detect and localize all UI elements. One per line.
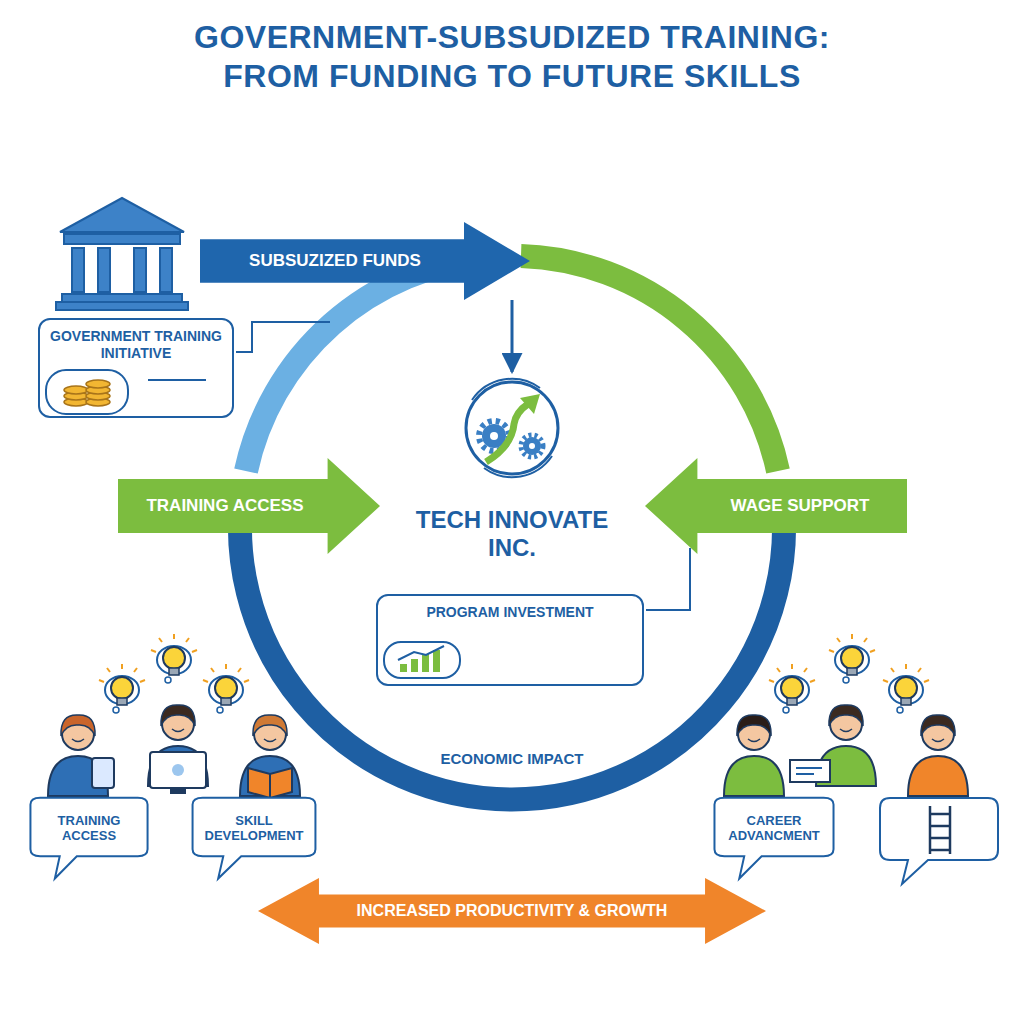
ladder-bubble	[930, 825, 950, 828]
node-text: TECH INNOVATE INC.	[396, 506, 628, 563]
leader-line	[236, 322, 690, 610]
trainee-group	[92, 758, 114, 788]
growth-arrow-outline	[258, 878, 766, 944]
node-text: TRAINING ACCESS	[130, 496, 320, 516]
wage-arrow-outline	[645, 458, 907, 554]
innovation-icon	[486, 404, 528, 462]
coin-icon	[64, 380, 110, 406]
growth-chart-icon	[433, 650, 440, 672]
connector-arrow	[511, 300, 514, 372]
government-building	[60, 198, 184, 232]
career-group	[790, 760, 830, 782]
innovation-icon	[466, 379, 558, 477]
speech-bubble-outline	[714, 798, 833, 879]
growth-chart-icon	[384, 642, 460, 678]
trainee-group	[150, 752, 206, 788]
coin-icon	[46, 370, 128, 414]
speech-bubble-outline	[30, 798, 147, 879]
growth-chart-icon	[398, 646, 444, 660]
government-building	[72, 248, 84, 292]
node-text: CAREER ADVANCMENT	[718, 813, 830, 844]
career-group	[724, 634, 968, 796]
speech-bubble-outline	[193, 798, 316, 879]
growth-chart-icon	[422, 654, 429, 672]
trainee-group	[151, 634, 197, 675]
innovation-icon	[466, 382, 558, 474]
career-group	[769, 664, 815, 705]
ladder-bubble	[930, 837, 950, 840]
growth-chart-icon	[400, 664, 407, 672]
ladder-bubble	[880, 798, 998, 884]
speech-bubble: TRAINING ACCESS	[28, 796, 150, 882]
leader-line	[646, 548, 690, 610]
trainee-group	[269, 774, 271, 798]
government-building	[56, 302, 188, 310]
ladder-bubble	[930, 813, 950, 816]
government-building	[56, 198, 188, 310]
career-group	[883, 664, 929, 705]
initiative-box: GOVERNMENT TRAINING INITIATIVE	[38, 318, 234, 418]
career-group	[796, 767, 822, 769]
trainee-group	[48, 634, 300, 798]
access-arrow: TRAINING ACCESS	[118, 458, 380, 554]
investment-box: PROGRAM INVESTMENT	[376, 594, 644, 686]
trainee-group	[172, 764, 184, 776]
coin-icon	[86, 380, 110, 388]
node-text: PROGRAM INVESTMENT	[388, 604, 632, 621]
speech-bubble: SKILL DEVELOPMENT	[190, 796, 318, 882]
company-node: TECH INNOVATE INC.	[392, 372, 632, 588]
leader-line	[236, 322, 330, 352]
wage-arrow: WAGE SUPPORT	[645, 458, 907, 554]
node-text: SUBSUZIZED FUNDS	[220, 251, 450, 271]
node-text: TRAINING ACCESS	[34, 813, 144, 844]
career-group	[908, 715, 968, 796]
trainee-group	[99, 664, 145, 705]
innovation-icon	[490, 432, 498, 440]
trainee-group	[203, 664, 249, 705]
government-building	[62, 294, 182, 302]
page-title: GOVERNMENT-SUBSUDIZED TRAINING: FROM FUN…	[152, 18, 872, 96]
trainee-group	[248, 768, 292, 798]
ladder-bubble	[930, 806, 950, 854]
coin-icon	[148, 379, 206, 381]
growth-chart-icon	[411, 659, 418, 672]
innovation-icon	[520, 394, 540, 414]
node-text: SKILL DEVELOPMENT	[196, 813, 312, 844]
trainee-group	[170, 788, 186, 794]
ring-label: ECONOMIC IMPACT	[412, 750, 612, 767]
coin-icon	[64, 386, 88, 394]
ladder-bubble	[930, 849, 950, 852]
node-text: WAGE SUPPORT	[705, 496, 895, 516]
innovation-icon	[521, 435, 543, 457]
node-text: GOVERNMENT TRAINING INITIATIVE	[50, 328, 222, 361]
government-building	[64, 234, 180, 244]
coin-icon	[46, 370, 206, 414]
innovation-icon	[529, 443, 535, 449]
growth-arrow: INCREASED PRODUCTIVITY & GROWTH	[258, 878, 766, 944]
ladder-bubble	[880, 798, 998, 884]
cycle-ring	[246, 257, 488, 471]
growth-chart-icon	[384, 642, 460, 678]
innovation-icon	[523, 437, 541, 455]
access-arrow-outline	[118, 458, 380, 554]
funding-arrow: SUBSUZIZED FUNDS	[200, 222, 530, 300]
government-building	[98, 248, 110, 292]
cycle-ring	[521, 256, 778, 471]
government-building	[160, 248, 172, 292]
funding-arrow-outline	[200, 222, 530, 300]
career-group	[796, 773, 814, 775]
node-text: INCREASED PRODUCTIVITY & GROWTH	[322, 902, 702, 921]
career-group	[724, 715, 784, 796]
government-building	[134, 248, 146, 292]
speech-bubble: CAREER ADVANCMENT	[712, 796, 836, 882]
career-group	[829, 634, 875, 675]
